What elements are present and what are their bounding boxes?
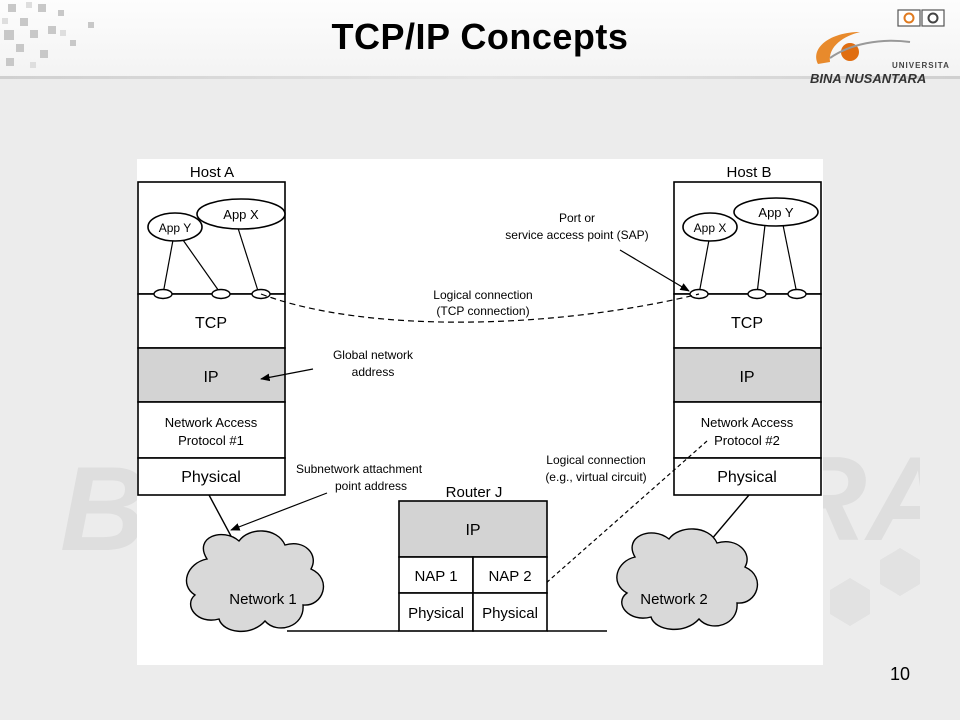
router-physical2-layer [472, 592, 548, 632]
host-a-physical-layer [137, 457, 286, 496]
network-1-cloud [185, 530, 325, 633]
host-b-physical-label: Physical [717, 469, 777, 486]
host-b-app-y [733, 197, 819, 227]
host-a-app-y-label: App Y [159, 221, 191, 235]
host-a-ip-label: IP [203, 369, 218, 386]
router-physical1-label: Physical [408, 605, 464, 622]
host-a-app-x [196, 198, 286, 230]
host-a-port [153, 288, 173, 300]
router-nap2-layer [472, 556, 548, 594]
global-address-label-1: Global network [333, 348, 414, 362]
network-2-label: Network 2 [640, 591, 708, 608]
router-physical1-layer [398, 592, 474, 632]
network-1-label: Network 1 [229, 591, 297, 608]
tcp-connection-label-1: Logical connection [433, 288, 532, 302]
host-b-port [747, 288, 767, 300]
host-a-app-y [147, 212, 203, 242]
page-number: 10 [889, 664, 911, 684]
tcp-connection-label-2: (TCP connection) [436, 304, 529, 318]
virtual-circuit-label-2: (e.g., virtual circuit) [545, 470, 646, 484]
router-nap1-layer [398, 556, 474, 594]
sap-label-1: Port or [559, 211, 595, 225]
header-divider [0, 76, 960, 79]
decorative-squares [2, 2, 94, 68]
subnet-address-label-2: point address [335, 479, 407, 493]
host-b-ip-label: IP [739, 369, 754, 386]
logo-line1: UNIVERSITAS [892, 61, 950, 70]
host-a-physical-label: Physical [181, 469, 241, 486]
host-a-app-x-label: App X [223, 207, 259, 222]
router-nap2-label: NAP 2 [488, 568, 531, 585]
host-b-nap-label-1: Network Access [701, 415, 794, 430]
host-b-port [787, 288, 807, 300]
global-address-label-2: address [352, 365, 395, 379]
university-logo: UNIVERSITAS BINA NUSANTARA [810, 9, 950, 86]
subnet-address-label-1: Subnetwork attachment [296, 462, 423, 476]
host-b-nap-layer [673, 401, 822, 459]
host-a-tcp-label: TCP [195, 315, 227, 332]
host-a-nap-label-2: Protocol #1 [178, 433, 244, 448]
router-physical2-label: Physical [482, 605, 538, 622]
logo-line2: BINA NUSANTARA [810, 71, 926, 86]
host-b-physical-layer [673, 457, 822, 496]
host-a-port [211, 288, 231, 300]
virtual-circuit-label-1: Logical connection [546, 453, 645, 467]
virtual-circuit-line [544, 440, 708, 585]
router-label: Router J [446, 484, 503, 501]
slide-title: TCP/IP Concepts [331, 16, 629, 57]
network-2-cloud [616, 528, 759, 631]
router-nap1-label: NAP 1 [414, 568, 457, 585]
router-ip-layer [398, 500, 548, 558]
router-ip-label: IP [465, 522, 480, 539]
host-b-app-x [682, 212, 738, 242]
host-b-nap-label-2: Protocol #2 [714, 433, 780, 448]
host-a-tcp-layer [137, 293, 286, 349]
global-address-arrow [260, 368, 314, 382]
host-b-app-y-label: App Y [758, 205, 794, 220]
host-a-nap-layer [137, 401, 286, 459]
host-a-label: Host A [190, 164, 234, 181]
header-band [0, 0, 960, 78]
sap-label-2: service access point (SAP) [505, 228, 648, 242]
sap-arrow [619, 249, 690, 292]
host-b-app-x-label: App X [694, 221, 727, 235]
host-b-tcp-label: TCP [731, 315, 763, 332]
tcp-logical-connection [260, 293, 700, 323]
host-b-label: Host B [726, 164, 771, 181]
subnet-address-arrow [230, 492, 328, 531]
tcpip-diagram: Host A App Y App X TCP IP Network Access… [137, 159, 823, 665]
host-b-ip-layer [673, 347, 822, 403]
host-a-nap-label-1: Network Access [165, 415, 258, 430]
